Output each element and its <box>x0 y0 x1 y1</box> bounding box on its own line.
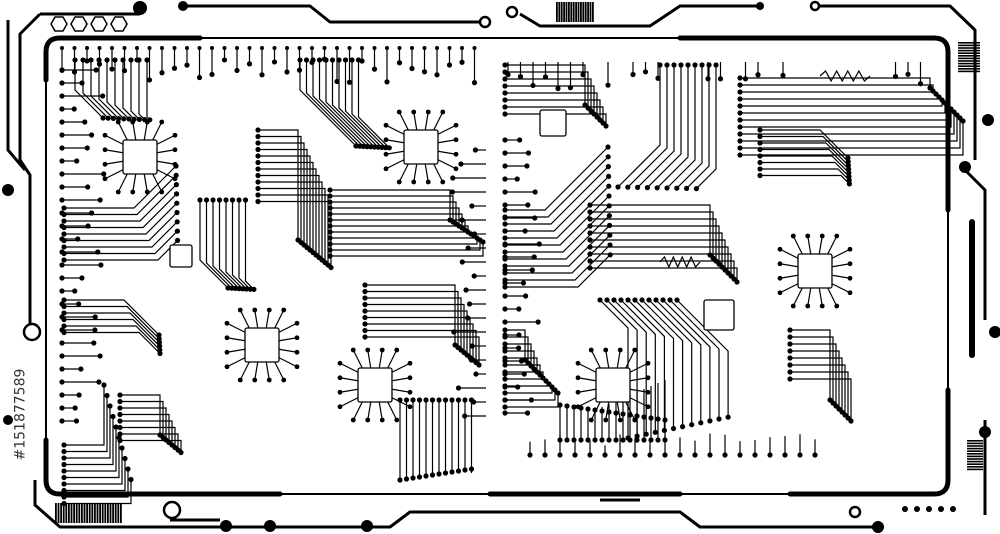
frame-open-rings <box>22 0 862 520</box>
ic-chip-icon <box>122 109 833 403</box>
outer-frame <box>6 4 987 529</box>
panel-edge-accents <box>43 35 951 497</box>
stock-watermark-id: #151877589 <box>8 290 32 461</box>
barcode-stripes-icon <box>55 2 983 523</box>
connector-dot-icon <box>59 46 966 507</box>
circuit-traces <box>61 48 964 505</box>
hexagon-icon <box>50 16 128 32</box>
stock-id-text: #151877589 <box>12 368 29 461</box>
